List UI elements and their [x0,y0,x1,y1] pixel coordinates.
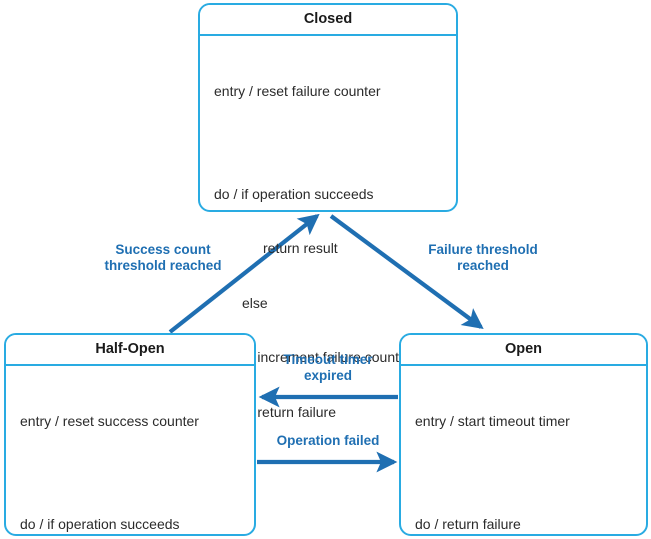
transition-label-success-count-threshold-reached: Success count threshold reached [104,242,222,274]
state-title-closed: Closed [200,5,456,36]
open-spacer-1 [415,466,646,478]
state-box-half-open[interactable]: Half-Open entry / reset success counter … [4,333,256,536]
state-body-closed: entry / reset failure counter do / if op… [200,36,456,539]
state-box-open[interactable]: Open entry / start timeout timer do / re… [399,333,648,536]
closed-entry-line: entry / reset failure counter [214,82,381,99]
half-open-spacer-1 [20,466,254,478]
state-body-open: entry / start timeout timer do / return … [401,366,646,539]
closed-do-then-1: return result [263,240,338,257]
transition-label-timeout-timer-expired: Timeout timer expired [283,352,373,384]
arrow-half-open-to-closed [168,213,320,334]
closed-spacer-1 [214,136,456,148]
state-title-open: Open [401,335,646,366]
open-do-line: do / return failure [415,515,521,532]
open-entry-line: entry / start timeout timer [415,412,570,429]
state-box-closed[interactable]: Closed entry / reset failure counter do … [198,3,458,523]
transition-label-failure-threshold-reached: Failure threshold reached [428,242,538,274]
half-open-entry-line: entry / reset success counter [20,412,199,429]
half-open-do-header: do / if operation succeeds [20,515,180,532]
closed-do-header: do / if operation succeeds [214,185,374,202]
arrow-closed-to-open [329,214,484,329]
state-title-half-open: Half-Open [6,335,254,366]
closed-do-else: else [242,294,268,311]
closed-do-else-2: return failure [257,403,336,420]
transition-label-operation-failed: Operation failed [276,433,380,448]
state-body-half-open: entry / reset success counter do / if op… [6,366,254,539]
